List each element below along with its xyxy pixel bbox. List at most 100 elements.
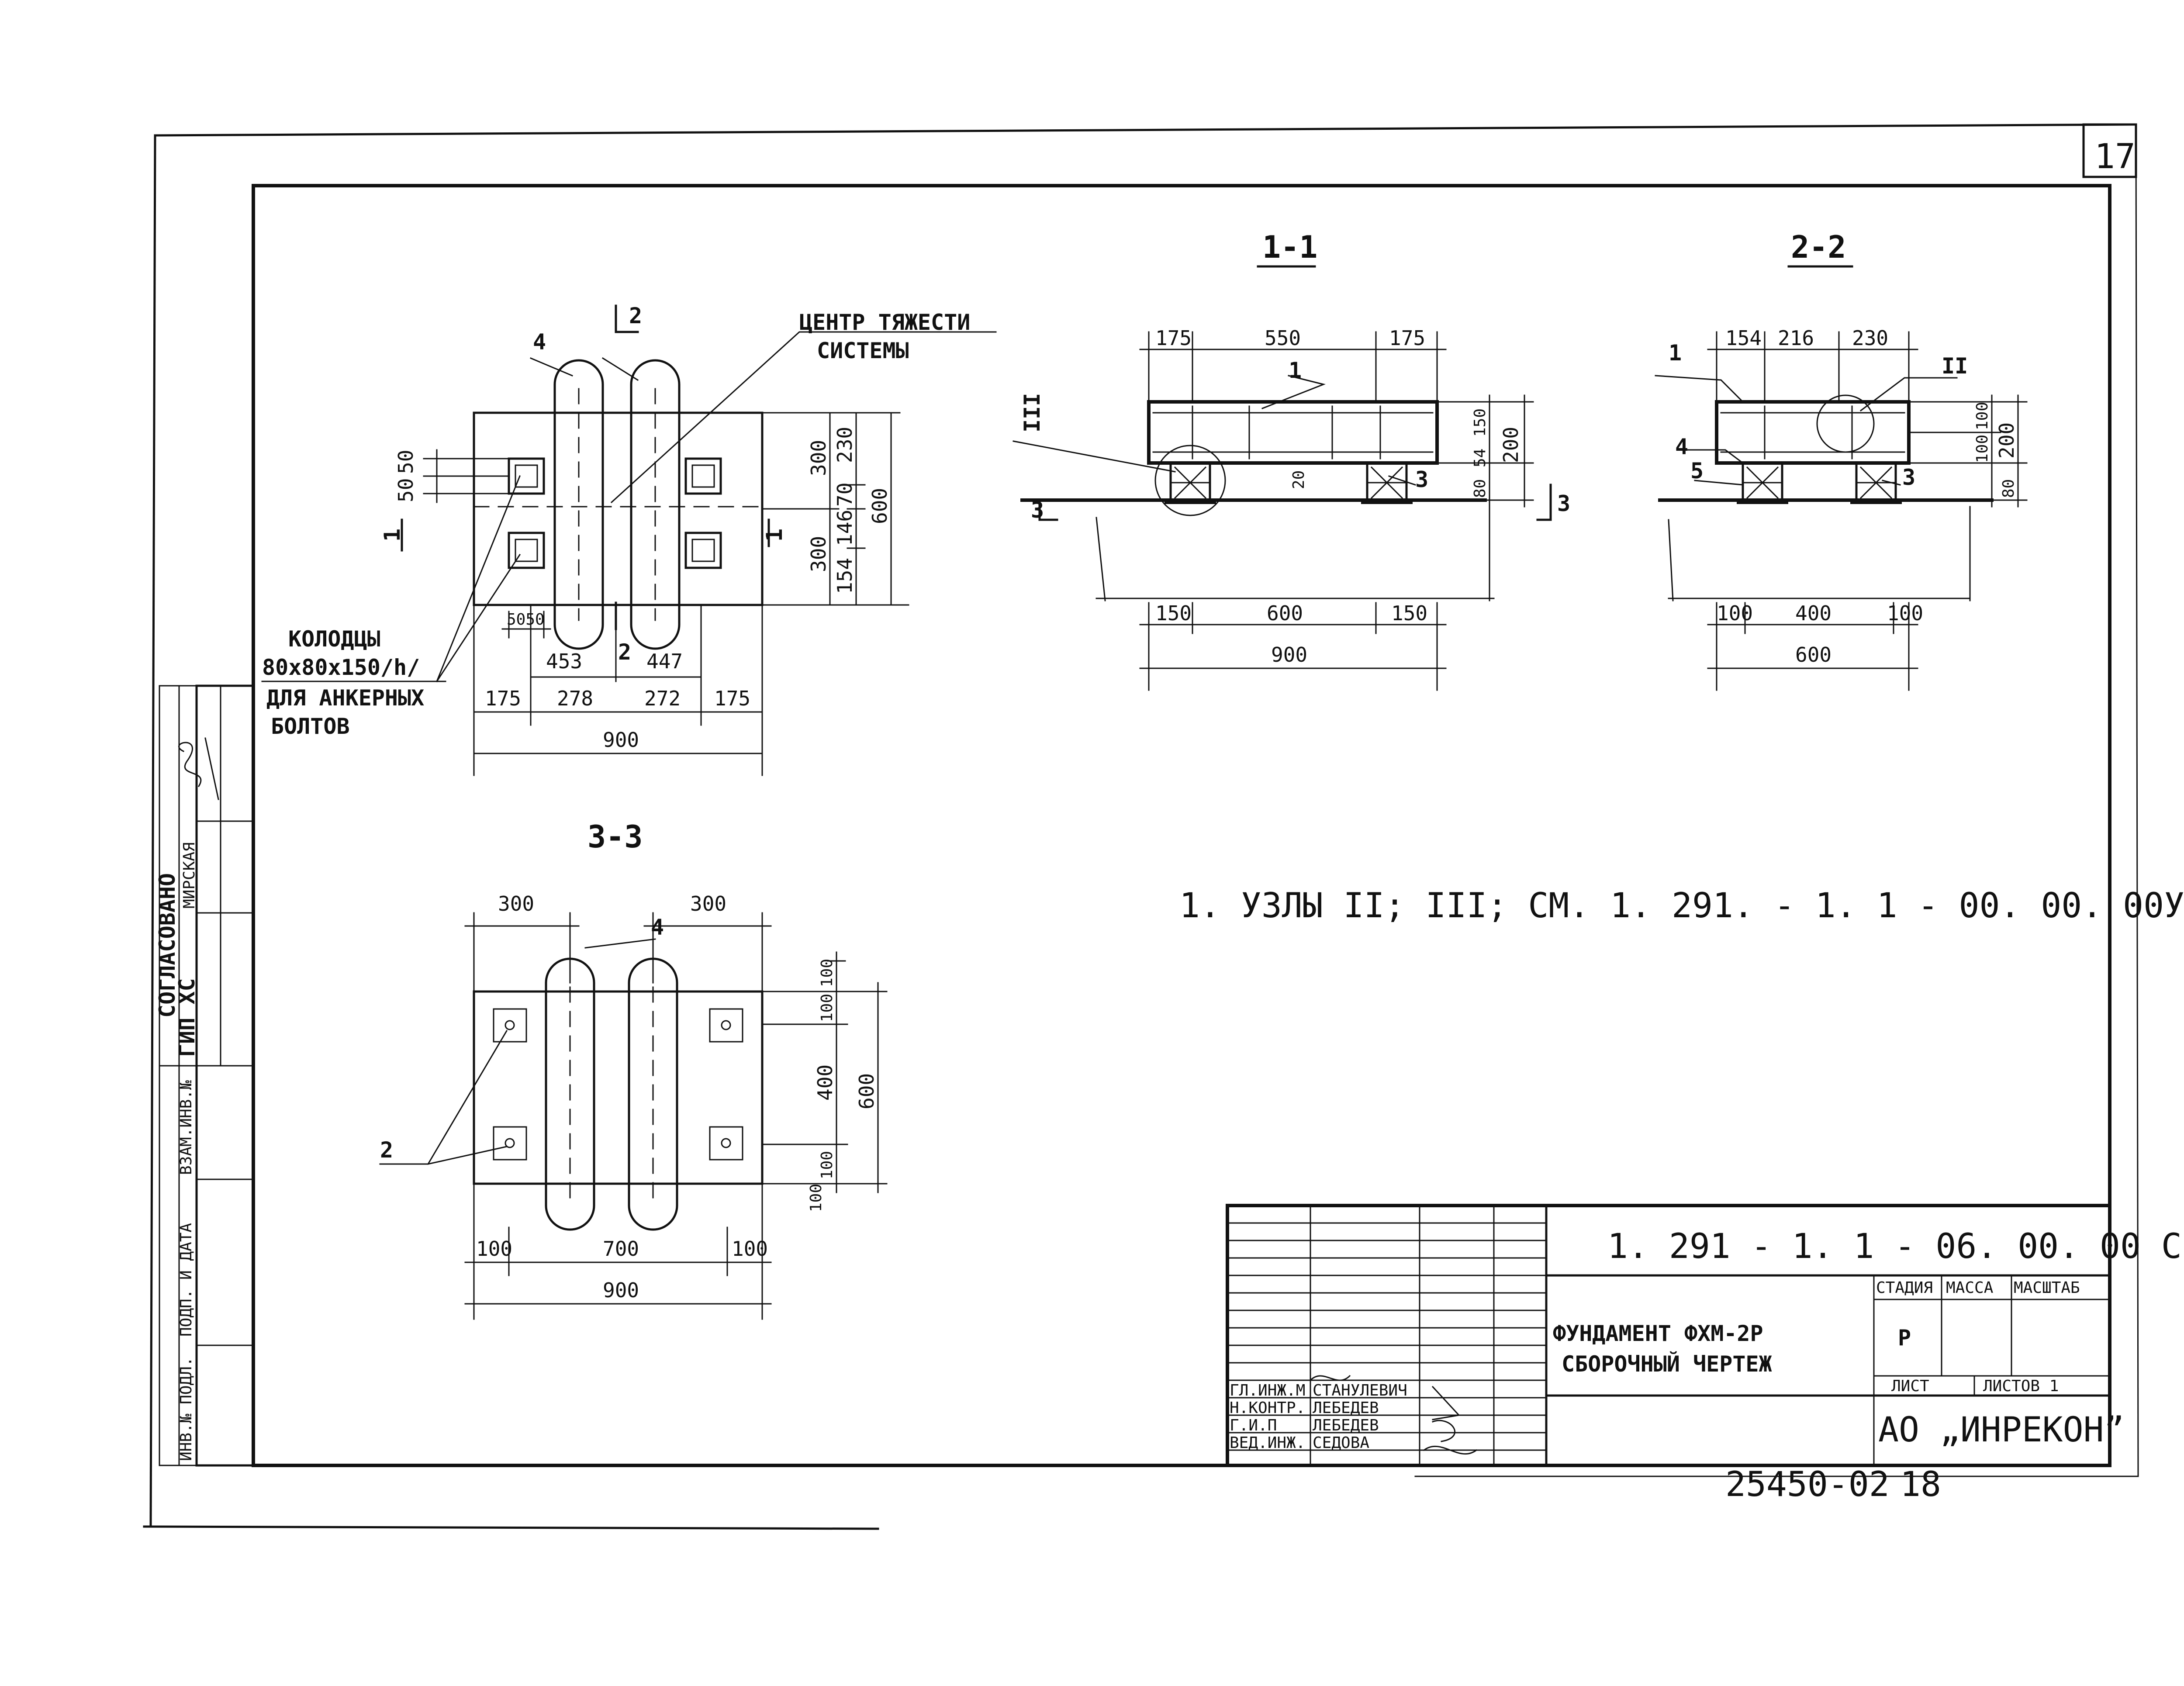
title-block [1226,1204,2111,1467]
plan-dim-230: 230 [833,427,857,463]
section-3-3-v-400: 400 [813,1064,837,1101]
stamp-gip-xs: ГИП ХС [174,978,200,1057]
section-2-2-callout-1: 1 [1669,340,1682,366]
company-name: АО „ИНРЕКОН” [1878,1410,2125,1450]
plan-slab [473,411,764,606]
archive-number: 25450-02 [1725,1465,1890,1504]
plan-dim-50-b: 50 [394,478,418,502]
section-2-2-dim-200: 200 [1995,422,2018,459]
section-2-2-dim-400: 400 [1795,601,1832,625]
section-3-3-dim-700: 700 [603,1237,639,1261]
plan-dim-175-b: 175 [714,687,750,710]
plan-slot-left [553,359,604,650]
section-2-2-dim-230: 230 [1852,326,1888,350]
section-1-1-dim-80: 80 [1471,479,1489,498]
plan-callout-4: 4 [533,329,546,355]
section-2-2-callout-4: 4 [1675,434,1688,460]
plan-section-mark-1-right: 1 [762,529,787,542]
well-label-1: КОЛОДЦЫ [288,626,380,652]
section-1-1-dim-150: 150 [1471,408,1489,437]
plan-dim-175-a: 175 [485,687,521,710]
section-2-2-dim-100-c: 100 [1717,601,1753,625]
section-3-3-dim-300-b: 300 [690,892,726,916]
stamp-inv-orig: ИНВ.№ ПОДЛ. [177,1357,195,1461]
frame-body-1-1 [1147,400,1439,465]
section-1-1-dim-20: 20 [1290,470,1308,489]
section-1-1-dim-200: 200 [1499,427,1523,463]
drawing-code: 1. 291 - 1. 1 - 06. 00. 00 СБ [1607,1227,2184,1266]
plan-dim-70: 70 [833,483,857,507]
section-2-2-dim-600: 600 [1795,643,1832,667]
plan-dim-600: 600 [868,488,892,524]
plan-dim-900: 900 [603,728,639,752]
plan-view [261,304,997,776]
section-3-3-v-100-b: 100 [818,994,836,1022]
section-3-3-v-100-c: 100 [818,1151,836,1179]
sig-name-3: СЕДОВА [1313,1434,1369,1452]
section-3-3-callout-2: 2 [380,1137,393,1163]
page-number: 18 [1900,1465,1941,1504]
section-1-1-dim-175-a: 175 [1155,326,1192,350]
sig-name-0: СТАНУЛЕВИЧ [1313,1382,1407,1399]
section-3-3-title: 3-3 [587,819,643,855]
plan-slot-right [630,359,681,650]
sheet-number: 17 [2094,137,2136,176]
section-2-2-node-II: II [1942,353,1968,379]
plan-dim-50-a: 50 [394,450,418,474]
section-3-3-dim-100-b: 100 [732,1237,768,1261]
section-1-1-callout-1: 1 [1289,358,1302,383]
stamp-replaces: ВЗАМ.ИНВ.№ [177,1080,195,1175]
anchor-well [684,532,722,569]
well-label-3: ДЛЯ АНКЕРНЫХ [266,685,424,711]
section-1-1-mark-3-left: 3 [1031,498,1044,523]
section-2-2-dim-100-b: 100 [1973,402,1991,430]
plan-section-mark-1-left: 1 [380,529,405,542]
sig-name-1: ЛЕБЕДЕВ [1313,1399,1379,1417]
section-2-2-dim-154: 154 [1725,326,1762,350]
anchor-well [508,532,545,569]
stamp-sign-date: ПОДП. И ДАТА [177,1223,195,1337]
section-1-1-dim-600: 600 [1267,601,1303,625]
sheet-header: ЛИСТ [1891,1377,1929,1395]
margin-stamp [159,684,255,1467]
anchor-well [508,457,545,495]
plan-dim-272: 272 [644,687,681,710]
section-3-3-dim-900: 900 [603,1278,639,1302]
section-2-2-dim-216: 216 [1778,326,1814,350]
section-1-1-callout-3: 3 [1415,467,1428,492]
sig-role-2: Г.И.П [1230,1417,1277,1434]
section-1-1 [1013,331,1552,691]
section-1-1-title: 1-1 [1262,229,1317,265]
plan-dim-447: 447 [646,650,683,673]
cog-label-1: ЦЕНТР ТЯЖЕСТИ [799,310,970,335]
cog-label-2: СИСТЕМЫ [817,338,909,363]
section-2-2-callout-3: 3 [1902,465,1915,490]
stage-header: СТАДИЯ [1876,1279,1933,1297]
stage-value: Р [1898,1325,1911,1351]
section-3-3-callout-4: 4 [651,915,664,940]
section-3-3-v-100-d: 100 [807,1184,825,1212]
plan-dim-278: 278 [557,687,593,710]
section-3-3-v-100-a: 100 [818,959,836,987]
drawing-note: 1. УЗЛЫ II; III; СМ. 1. 291. - 1. 1 - 00… [1179,886,2184,926]
plan-section-mark-2-bottom: 2 [618,639,631,665]
section-1-1-dim-150-a: 150 [1155,601,1192,625]
section-1-1-dim-150-b: 150 [1391,601,1427,625]
mass-header: МАССА [1946,1279,1994,1297]
section-1-1-mark-3-right: 3 [1557,491,1570,516]
section-2-2-title: 2-2 [1791,229,1846,265]
plan-section-mark-2: 2 [629,303,642,328]
plan-dim-146: 146 [833,510,857,546]
well-label-2: 80х80х150/h/ [262,655,420,680]
section-2-2-callout-5: 5 [1690,458,1704,484]
node-circle-II [1816,394,1875,453]
margin-signature [178,737,219,800]
section-2-2-dim-100-d: 100 [1887,601,1923,625]
plan-dim-453: 453 [546,650,582,673]
plan-dim-300-top: 300 [807,440,830,476]
section-1-1-dim-550: 550 [1265,326,1301,350]
section-3-3-dim-100-a: 100 [476,1237,512,1261]
plan-dim-300-bottom: 300 [807,536,830,572]
well-label-4: БОЛТОВ [271,714,350,739]
